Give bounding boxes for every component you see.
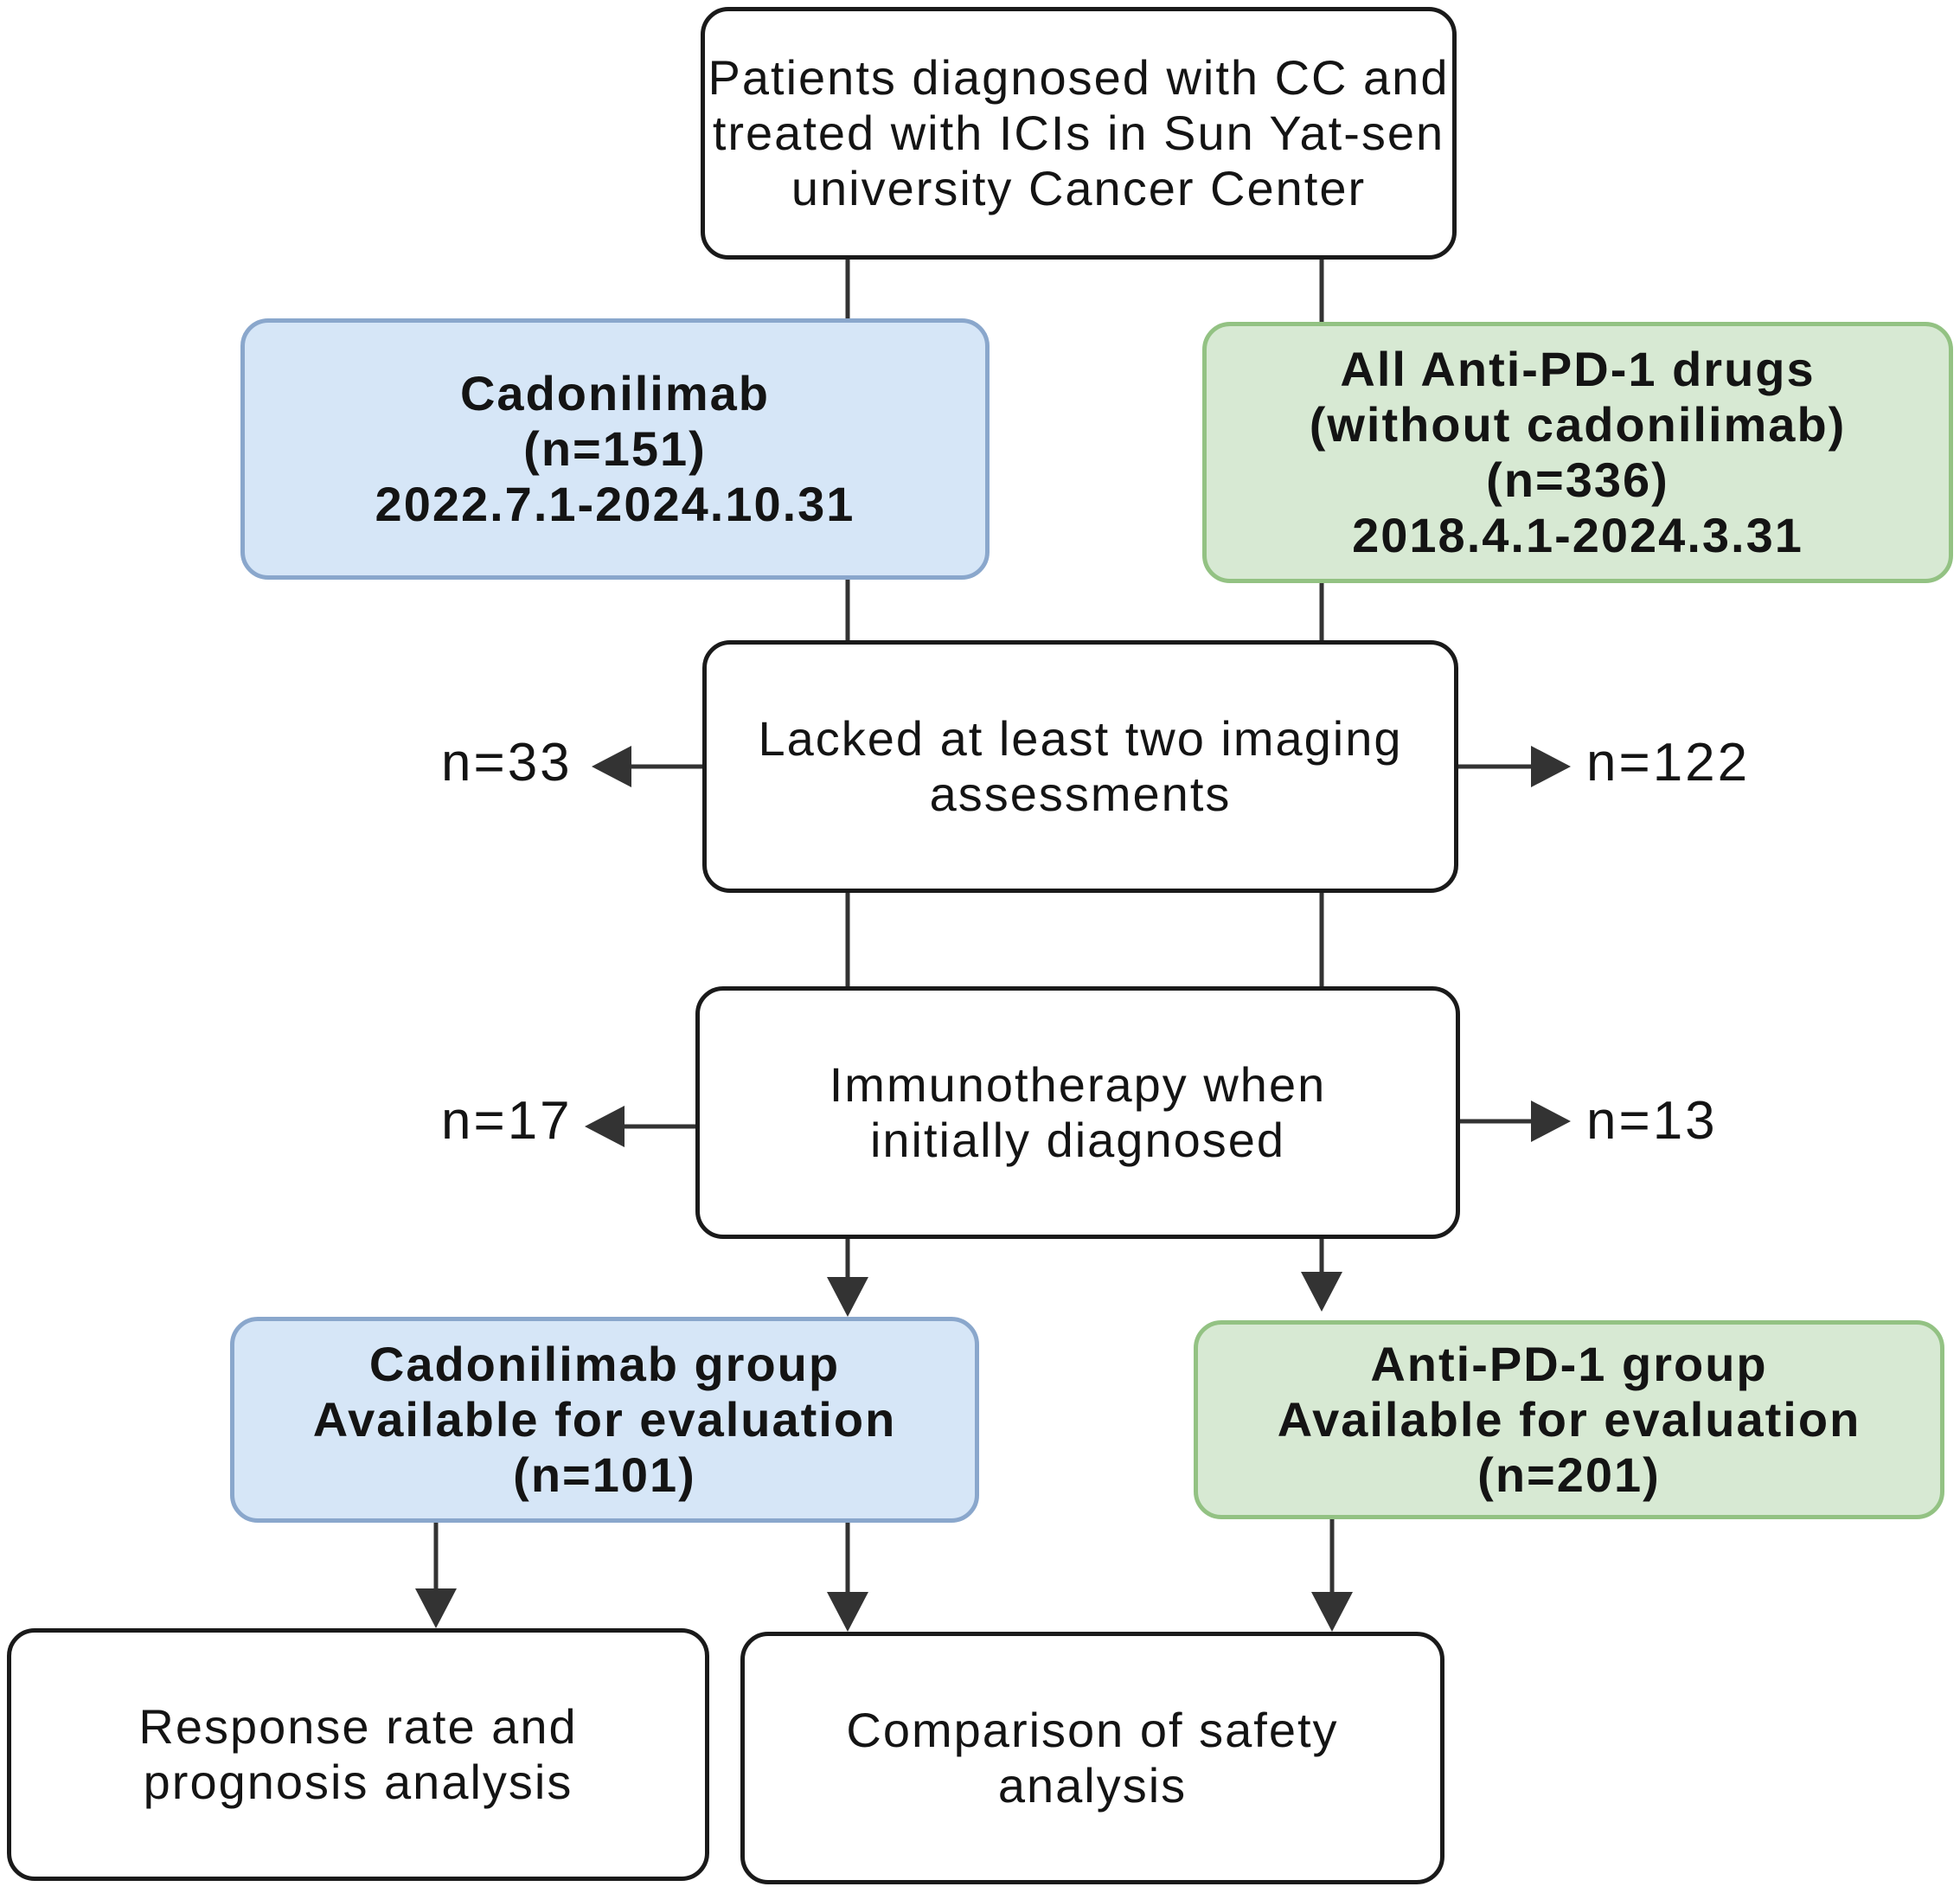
exclusion-immunotherapy-line-1: Immunotherapy when <box>829 1057 1327 1112</box>
arrow-exclusion1-left-head <box>592 746 631 787</box>
cadonilimab-title: Cadonilimab <box>459 366 771 420</box>
arrow-exclusion2-left-head <box>585 1106 625 1147</box>
arrow-to-cadonilimab-group-head <box>827 1277 868 1317</box>
arrow-exclusion1-right-head <box>1531 746 1571 787</box>
response-prognosis-box: Response rate and prognosis analysis <box>7 1628 709 1881</box>
exclusion-immunotherapy-line-2: initially diagnosed <box>869 1113 1286 1167</box>
safety-comparison-box: Comparison of safety analysis <box>740 1632 1444 1884</box>
anti-pd1-group-title: Anti-PD-1 group <box>1370 1337 1768 1391</box>
arrow-cadonilimab-to-safety-head <box>827 1592 868 1632</box>
exclusion-immunotherapy-box: Immunotherapy when initially diagnosed <box>695 986 1460 1239</box>
exclusion-immunotherapy-left-count: n=17 <box>441 1091 573 1151</box>
arrow-to-anti-pd1-group-head <box>1301 1272 1342 1312</box>
anti-pd1-dates: 2018.4.1-2024.3.31 <box>1352 508 1803 562</box>
exclusion-immunotherapy-right-count: n=13 <box>1586 1091 1718 1151</box>
anti-pd1-group-subtitle: Available for evaluation <box>1277 1392 1861 1447</box>
cadonilimab-group-subtitle: Available for evaluation <box>312 1392 897 1447</box>
source-line-3: university Cancer Center <box>791 161 1367 215</box>
source-line-1: Patients diagnosed with CC and <box>708 50 1450 105</box>
exclusion-imaging-line-2: assessments <box>929 767 1232 821</box>
cadonilimab-count: (n=151) <box>523 421 707 476</box>
arrow-anti-pd1-to-safety-head <box>1311 1592 1353 1632</box>
cadonilimab-group-count: (n=101) <box>513 1447 696 1502</box>
source-line-2: treated with ICIs in Sun Yat-sen <box>712 106 1445 160</box>
cadonilimab-dates: 2022.7.1-2024.10.31 <box>375 477 855 531</box>
exclusion-imaging-line-1: Lacked at least two imaging <box>758 711 1403 766</box>
safety-comparison-line-2: analysis <box>997 1758 1188 1813</box>
arrow-to-response-prognosis-head <box>415 1588 457 1628</box>
anti-pd1-cohort-box: All Anti-PD-1 drugs (without cadonilimab… <box>1202 322 1953 583</box>
exclusion-imaging-right-count: n=122 <box>1586 733 1751 792</box>
source-population-box: Patients diagnosed with CC and treated w… <box>701 7 1457 260</box>
response-prognosis-line-1: Response rate and <box>138 1699 578 1754</box>
cadonilimab-group-title: Cadonilimab group <box>368 1337 841 1391</box>
anti-pd1-subtitle: (without cadonilimab) <box>1309 397 1847 452</box>
cadonilimab-group-box: Cadonilimab group Available for evaluati… <box>230 1317 979 1523</box>
anti-pd1-group-box: Anti-PD-1 group Available for evaluation… <box>1194 1320 1944 1519</box>
safety-comparison-line-1: Comparison of safety <box>846 1703 1339 1757</box>
cadonilimab-cohort-box: Cadonilimab (n=151) 2022.7.1-2024.10.31 <box>240 318 990 580</box>
exclusion-imaging-box: Lacked at least two imaging assessments <box>702 640 1458 893</box>
anti-pd1-title: All Anti-PD-1 drugs <box>1340 342 1816 396</box>
anti-pd1-count: (n=336) <box>1486 452 1669 507</box>
arrow-exclusion2-right-head <box>1531 1101 1571 1142</box>
exclusion-imaging-left-count: n=33 <box>441 733 573 792</box>
response-prognosis-line-2: prognosis analysis <box>143 1755 573 1809</box>
anti-pd1-group-count: (n=201) <box>1477 1447 1661 1502</box>
